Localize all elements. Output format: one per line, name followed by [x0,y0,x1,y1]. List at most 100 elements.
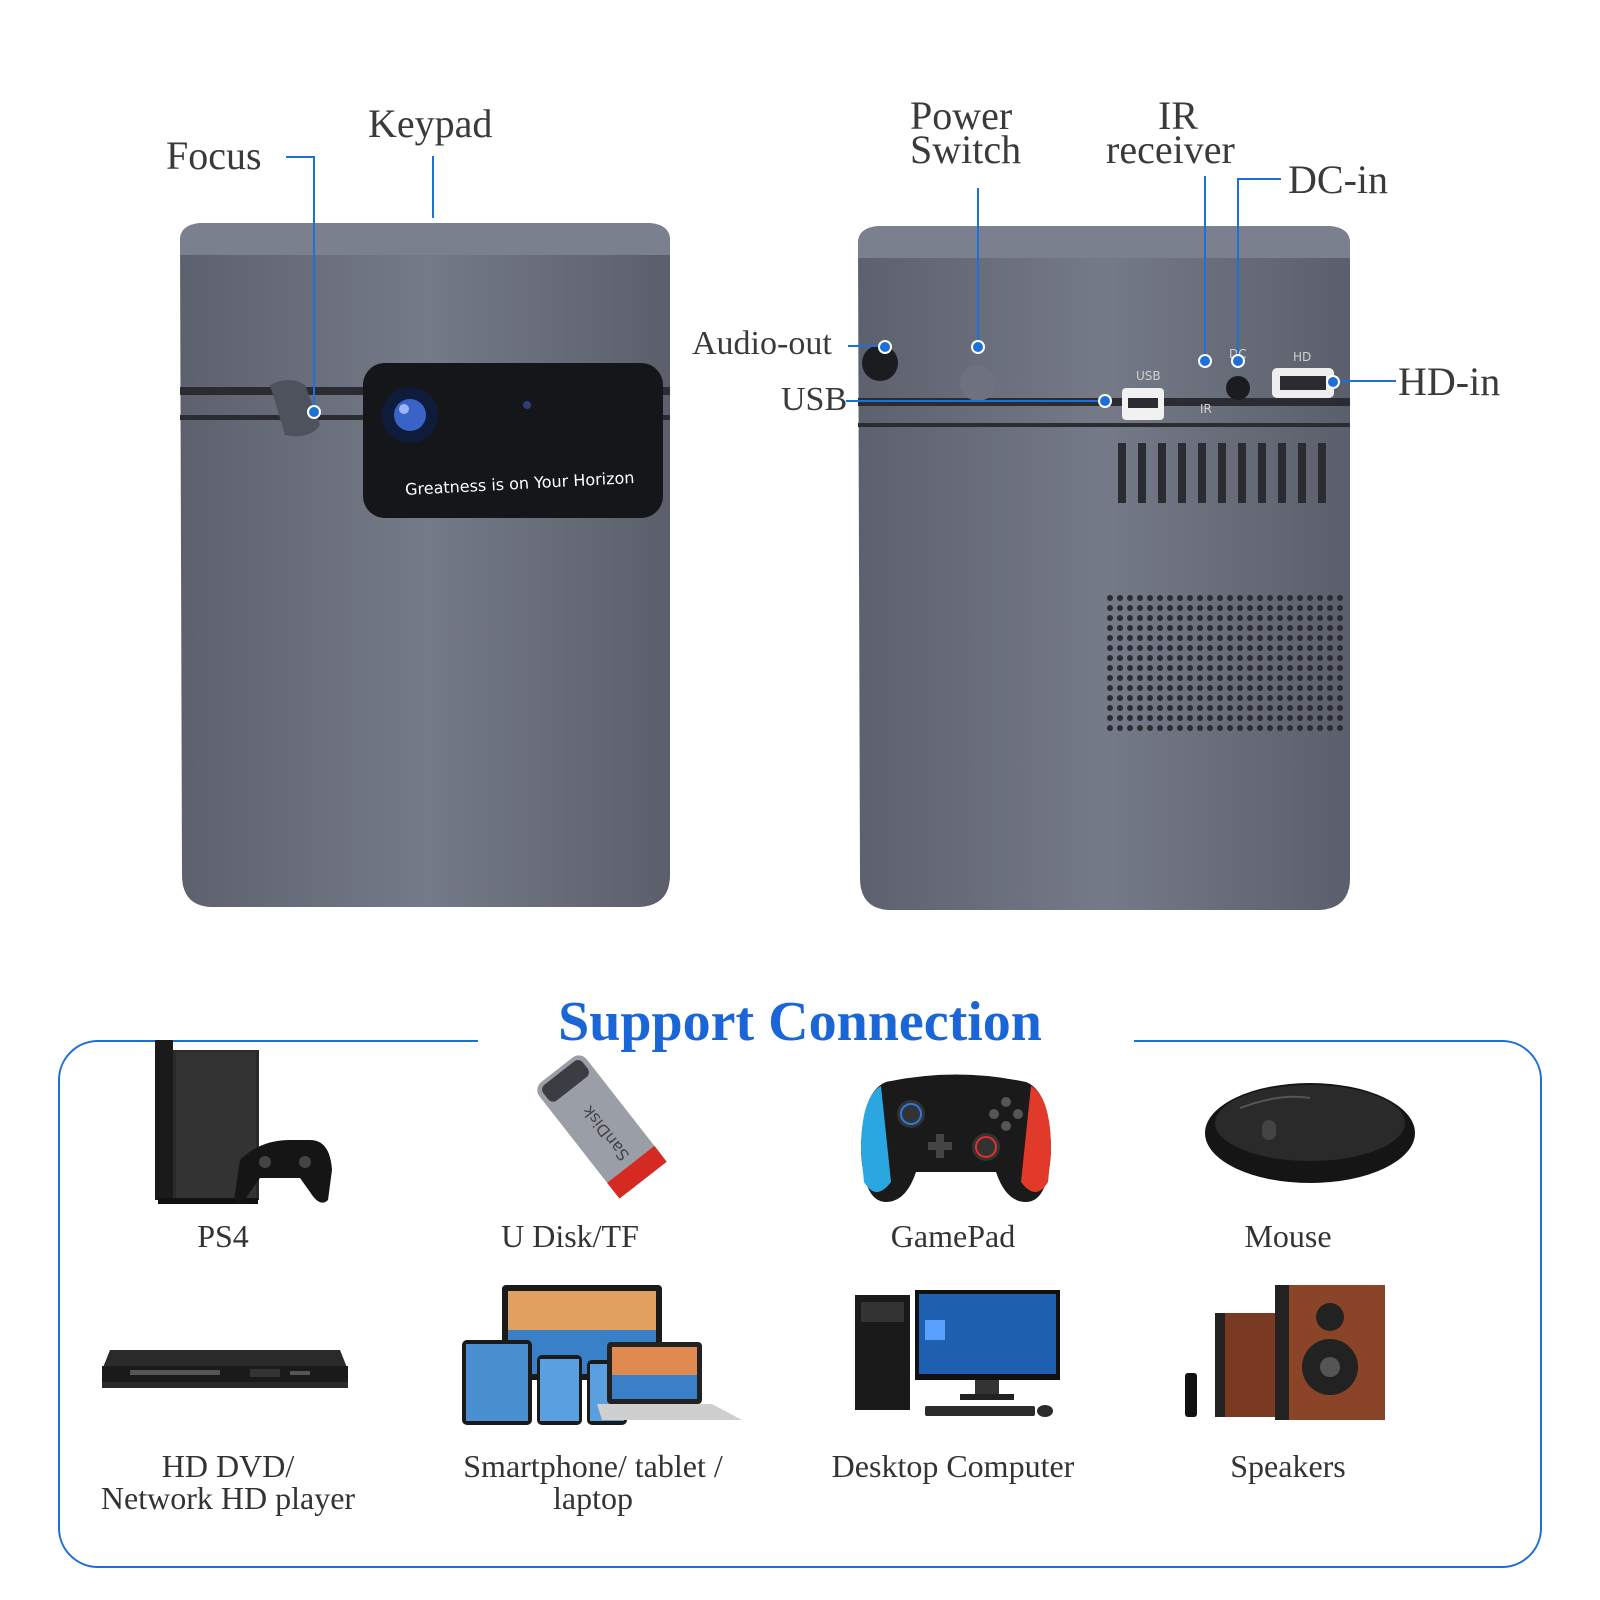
grille-hole [1257,695,1263,701]
grille-hole [1247,695,1253,701]
device-dvd-player: HD DVD/ Network HD player [78,1450,378,1514]
grille-hole [1157,715,1163,721]
grille-hole [1267,665,1273,671]
grille-hole [1157,685,1163,691]
grille-hole [1297,625,1303,631]
grille-hole [1227,595,1233,601]
grille-hole [1217,715,1223,721]
grille-hole [1117,635,1123,641]
grille-hole [1107,695,1113,701]
grille-hole [1277,705,1283,711]
grille-hole [1137,695,1143,701]
grille-hole [1177,705,1183,711]
grille-hole [1167,605,1173,611]
device-ps4: PS4 [123,1220,323,1252]
grille-hole [1257,675,1263,681]
grille-hole [1157,695,1163,701]
grille-hole [1127,595,1133,601]
grille-hole [1277,655,1283,661]
grille-hole [1197,675,1203,681]
device-label: Desktop Computer [831,1448,1075,1484]
grille-hole [1207,705,1213,711]
grille-hole [1337,655,1343,661]
grille-hole [1147,635,1153,641]
grille-hole [1117,655,1123,661]
grille-hole [1277,635,1283,641]
grille-hole [1257,645,1263,651]
grille-hole [1117,675,1123,681]
grille-hole [1167,595,1173,601]
grille-hole [1317,715,1323,721]
grille-hole [1117,725,1123,731]
grille-hole [1137,705,1143,711]
grille-hole [1127,705,1133,711]
grille-hole [1207,645,1213,651]
grille-hole [1187,595,1193,601]
grille-hole [1177,605,1183,611]
grille-hole [1287,705,1293,711]
grille-hole [1127,695,1133,701]
grille-hole [1317,695,1323,701]
grille-hole [1237,725,1243,731]
grille-hole [1257,595,1263,601]
grille-hole [1307,665,1313,671]
device-u-disk: U Disk/TF [470,1220,670,1252]
grille-hole [1317,655,1323,661]
grille-hole [1317,625,1323,631]
grille-hole [1267,715,1273,721]
grille-hole [1277,595,1283,601]
grille-hole [1257,725,1263,731]
grille-hole [1207,655,1213,661]
grille-hole [1227,655,1233,661]
dc-point [1231,354,1245,368]
grille-hole [1257,715,1263,721]
grille-hole [1167,705,1173,711]
grille-hole [1197,615,1203,621]
grille-hole [1247,605,1253,611]
grille-hole [1187,655,1193,661]
grille-hole [1277,645,1283,651]
grille-hole [1177,625,1183,631]
grille-hole [1187,695,1193,701]
grille-hole [1227,665,1233,671]
grille-hole [1327,715,1333,721]
grille-hole [1297,725,1303,731]
grille-hole [1327,725,1333,731]
grille-hole [1327,655,1333,661]
grille-hole [1227,675,1233,681]
grille-hole [1257,705,1263,711]
grille-hole [1217,625,1223,631]
grille-hole [1267,725,1273,731]
dc-leader-v [1237,178,1239,358]
grille-hole [1287,595,1293,601]
grille-hole [1277,725,1283,731]
grille-hole [1297,705,1303,711]
grille-hole [1157,705,1163,711]
grille-hole [1307,685,1313,691]
grille-hole [1197,685,1203,691]
grille-hole [1237,625,1243,631]
grille-hole [1187,705,1193,711]
grille-hole [1177,695,1183,701]
grille-hole [1267,645,1273,651]
grille-hole [1297,605,1303,611]
grille-hole [1167,695,1173,701]
grille-hole [1177,725,1183,731]
grille-hole [1307,655,1313,661]
grille-hole [1157,645,1163,651]
grille-hole [1187,615,1193,621]
grille-hole [1317,665,1323,671]
grille-hole [1147,655,1153,661]
label-hd-in: HD-in [1398,359,1501,404]
grille-hole [1277,695,1283,701]
grille-hole [1147,725,1153,731]
ps4-console-icon [150,1040,340,1215]
grille-hole [1277,715,1283,721]
dvd-player-icon [100,1340,350,1405]
grille-hole [1197,645,1203,651]
device-label-line1: HD DVD/ [161,1448,295,1484]
grille-hole [1147,645,1153,651]
grille-hole [1167,625,1173,631]
grille-hole [1297,635,1303,641]
grille-hole [1167,675,1173,681]
